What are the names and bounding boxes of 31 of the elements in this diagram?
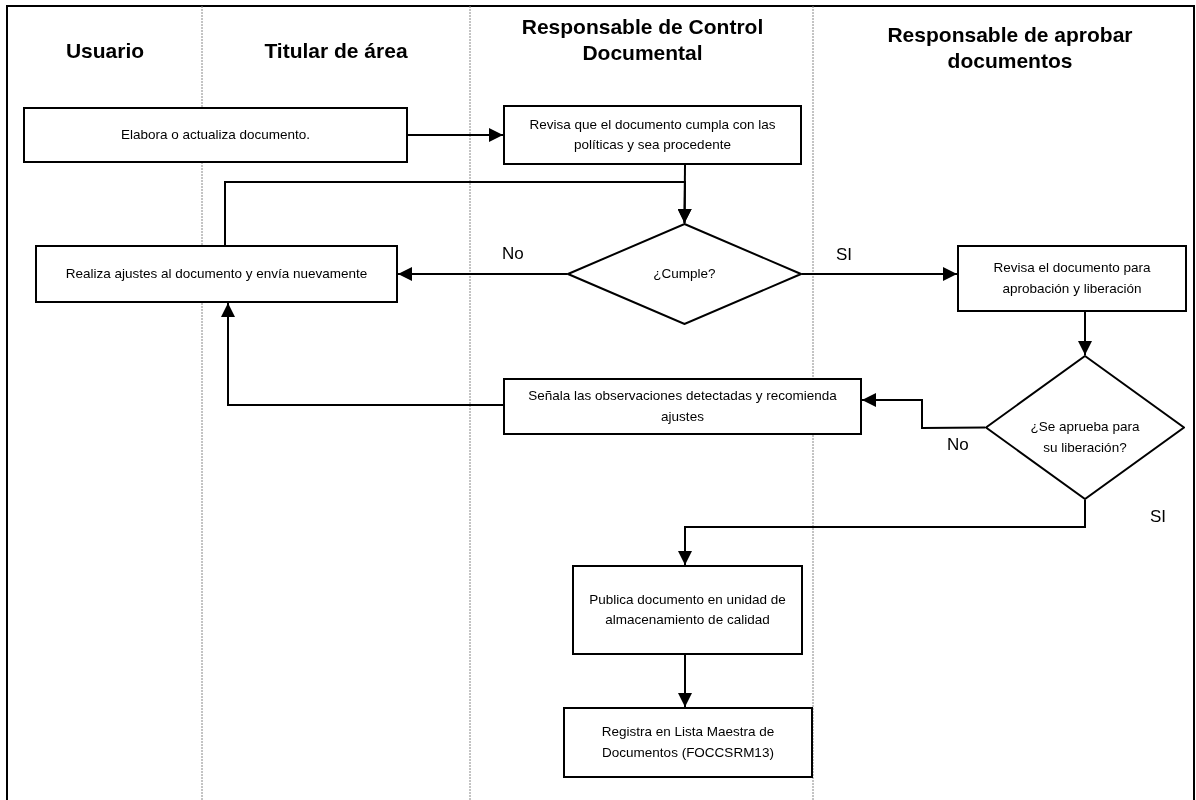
lane-heading: Responsable de aprobar documentos xyxy=(886,22,1134,75)
process-box xyxy=(503,378,862,435)
step-text: Revisa el documento para aprobación y liberación xyxy=(992,259,1152,298)
process-box xyxy=(563,707,813,778)
arrow xyxy=(678,499,1086,566)
arrow xyxy=(397,267,568,281)
lane-heading: Responsable de Control Documental xyxy=(520,14,765,67)
lane-heading: Titular de área xyxy=(263,38,409,64)
step-text: Publica documento en unidad de almacenamiento de calidad xyxy=(588,590,787,629)
arrow xyxy=(678,654,692,708)
step-text: Registra en Lista Maestra de Documentos (FOCCSRM13) xyxy=(600,723,776,762)
arrow xyxy=(407,128,504,142)
decision-diamond xyxy=(985,355,1185,500)
arrow xyxy=(861,393,986,429)
step-text: Señala las observaciones detectadas y recomienda ajustes xyxy=(527,387,838,426)
arrow xyxy=(801,267,958,281)
process-box xyxy=(35,245,398,303)
step-text: Realiza ajustes al documento y envía nuevamente xyxy=(65,264,368,283)
process-box xyxy=(503,105,802,165)
process-box xyxy=(957,245,1187,312)
arrow xyxy=(221,302,504,406)
process-box xyxy=(572,565,803,655)
process-box xyxy=(23,107,408,163)
decision-diamond xyxy=(567,223,802,325)
step-text: ¿Cumple? xyxy=(653,264,716,283)
arrow xyxy=(224,181,692,246)
arrow xyxy=(1078,311,1092,356)
lane-heading: Usuario xyxy=(64,38,146,64)
step-text: Elabora o actualiza documento. xyxy=(120,125,311,144)
step-text: ¿Se aprueba para su liberación? xyxy=(1030,418,1140,457)
step-text: Revisa que el documento cumpla con las políticas y sea procedente xyxy=(528,115,777,154)
